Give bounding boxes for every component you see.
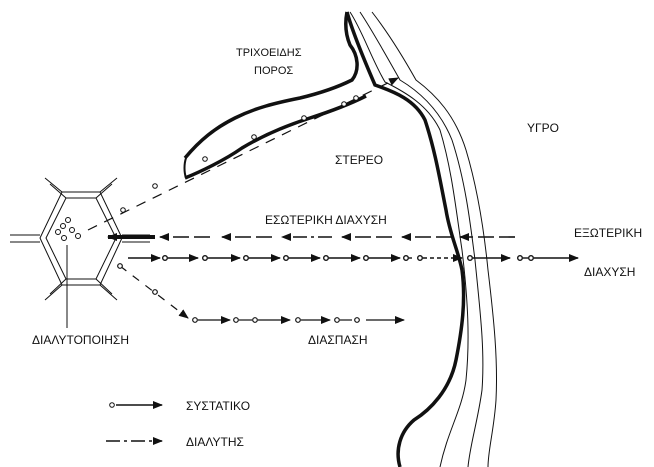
solid-liquid-boundary xyxy=(347,12,464,467)
degradation-label: ΔΙΑΣΠΑΣΗ xyxy=(308,333,368,347)
capillary-path-dot xyxy=(354,96,359,101)
legend-component-symbol xyxy=(110,403,162,408)
external-diffusion-label-line2: ΔΙΑΧΥΣΗ xyxy=(584,265,635,279)
legend-component-label: ΣΥΣΤΑΤΙΚΟ xyxy=(186,399,250,413)
capillary-pore-label-line2: ΠΟΡΟΣ xyxy=(254,65,293,77)
capillary-path-dot xyxy=(153,184,158,189)
capillary-path-dot xyxy=(252,135,257,140)
legend-solvent-label: ΔΙΑΛΥΤΗΣ xyxy=(186,435,244,449)
capillary-path-dot xyxy=(203,157,208,162)
particle-inner-dots xyxy=(56,218,81,241)
dissolution-label: ΔΙΑΛΥΤΟΠΟΙΗΣΗ xyxy=(32,333,129,347)
boundary-layer-line-2 xyxy=(360,12,483,467)
capillary-path-dot xyxy=(121,208,126,213)
external-diffusion-label-line1: ΕΞΩΤΕΡΙΚΗ xyxy=(574,226,642,240)
internal-diffusion-label: ΕΣΩΤΕΡΙΚΗ ΔΙΑΧΥΣΗ xyxy=(265,213,387,227)
capillary-pore-mouth xyxy=(185,158,187,178)
capillary-path-dot xyxy=(302,116,307,121)
solid-label: ΣΤΕΡΕΟ xyxy=(335,153,383,167)
capillary-pore-label-line1: ΤΡΙΧΟΕΙΔΗΣ xyxy=(236,47,302,59)
component-diffusion-row xyxy=(128,256,578,261)
capillary-path-dot xyxy=(342,102,347,107)
capillary-pore-top-wall xyxy=(185,12,357,158)
liquid-label: ΥΓΡΟ xyxy=(527,121,559,135)
boundary-layer-line-1 xyxy=(350,12,468,467)
degradation-path xyxy=(118,264,404,323)
boundary-layer-line-3 xyxy=(372,12,497,467)
